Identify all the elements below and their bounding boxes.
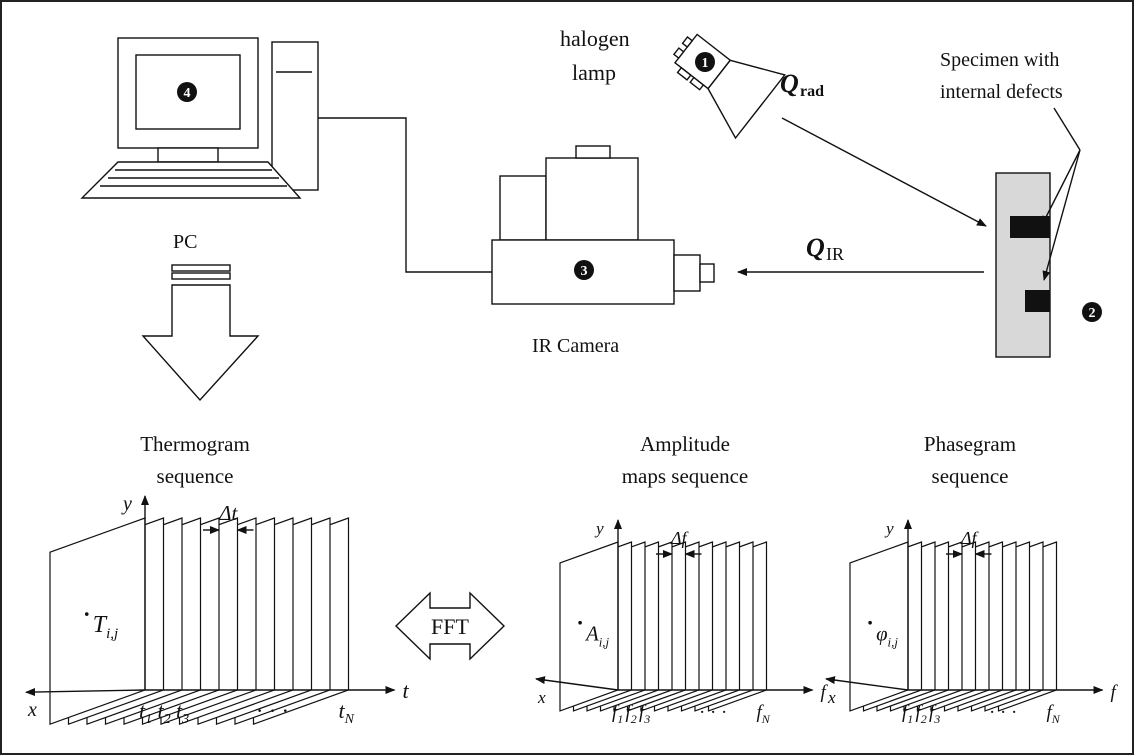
frame-tick-label: f1 — [612, 702, 623, 726]
svg-text:rad: rad — [800, 83, 824, 100]
delta-label: Δt — [218, 501, 238, 525]
marker-pc-icon: 4 — [177, 82, 197, 102]
frame-tick-label: · · · — [989, 702, 1017, 723]
specimen-label-line2: internal defects — [940, 81, 1063, 103]
pc-computer: 4 — [80, 37, 319, 199]
frame-stack — [49, 517, 350, 726]
svg-text:1: 1 — [702, 56, 709, 71]
frame-stack — [559, 541, 768, 712]
marker-camera-icon: 3 — [574, 260, 594, 280]
delta-marker: Δt — [203, 501, 254, 534]
axis-x-label: x — [537, 688, 546, 707]
sequence-title-line1: Amplitude — [640, 432, 730, 456]
pixel-point — [84, 612, 89, 616]
q-rad-label: Q rad — [780, 69, 824, 100]
pixel-variable-label: φi,j — [876, 624, 898, 650]
sequence-title-line2: sequence — [157, 464, 234, 488]
sequence-title-line1: Phasegram — [924, 432, 1016, 456]
frame-tick-label: f3 — [639, 702, 650, 726]
frame-tick-label: fN — [1047, 702, 1061, 726]
svg-text:Q: Q — [806, 233, 825, 262]
svg-text:2: 2 — [1089, 306, 1096, 321]
svg-text:4: 4 — [184, 86, 191, 101]
delta-label: Δf — [960, 528, 980, 548]
svg-text:IR: IR — [826, 244, 844, 264]
pixel-point — [578, 620, 582, 625]
frame-tick-label: f2 — [626, 702, 637, 726]
frame-tick-label: t2 — [158, 698, 171, 727]
pc-label: PC — [173, 231, 197, 253]
delta-marker: Δf — [656, 528, 702, 558]
defect-pointer-lines — [1041, 107, 1081, 281]
defect-upper — [1010, 216, 1050, 238]
ir-camera-label: IR Camera — [532, 335, 619, 357]
axis-x-label: x — [27, 699, 37, 721]
pc-monitor-stand — [157, 147, 219, 163]
frame-tick-label: f2 — [916, 702, 927, 726]
sequence-axes: x y f — [825, 519, 1119, 707]
fft-label: FFT — [431, 614, 469, 639]
radiation-arrow — [781, 117, 987, 227]
svg-text:Q: Q — [780, 69, 799, 98]
frame-tick-label: f3 — [929, 702, 940, 726]
sequence-title-line2: maps sequence — [622, 464, 749, 488]
sequence-axes: x y t — [25, 493, 410, 721]
axis-z-label: f — [821, 682, 829, 703]
pc-tower — [271, 41, 319, 191]
frame-tick-label: f1 — [902, 702, 913, 726]
pixel-variable-label: Ai,j — [584, 624, 609, 650]
axis-y-label: y — [884, 519, 894, 538]
svg-text:3: 3 — [581, 264, 588, 279]
marker-specimen-icon: 2 — [1082, 302, 1102, 322]
delta-marker: Δf — [946, 528, 992, 558]
sequence-title-line2: sequence — [932, 464, 1009, 488]
frame-tick-label: · · · — [256, 698, 289, 723]
specimen-label-line1: Specimen with — [940, 49, 1059, 71]
frame-tick-label: fN — [757, 702, 771, 726]
pc-keyboard — [80, 161, 302, 199]
axis-y-label: y — [594, 519, 604, 538]
defect-lower — [1025, 290, 1050, 312]
q-ir-label: Q IR — [806, 233, 844, 264]
frame-tick-label: · · · — [699, 702, 727, 723]
frame-stack — [849, 541, 1058, 712]
frame-tick-label: tN — [339, 698, 355, 727]
ir-camera: 3 — [491, 145, 715, 305]
axis-z-label: f — [1111, 682, 1119, 703]
pixel-variable-label: Ti,j — [93, 612, 118, 642]
halogen-lamp — [672, 33, 786, 140]
frame-tick-label: t1 — [139, 698, 152, 727]
halogen-lamp-label-line1: halogen — [560, 26, 630, 51]
cable-pc-camera — [318, 117, 492, 273]
frame-tick-label: t3 — [176, 698, 189, 727]
sequence-title-line1: Thermogram — [140, 432, 250, 456]
axis-y-label: y — [121, 493, 132, 515]
delta-label: Δf — [670, 528, 690, 548]
axis-z-label: t — [403, 678, 410, 703]
halogen-lamp-label-line2: lamp — [572, 60, 616, 85]
marker-lamp-icon: 1 — [695, 52, 715, 72]
specimen — [995, 172, 1051, 358]
data-transfer-arrow — [141, 264, 260, 402]
fft-double-arrow: FFT — [394, 591, 506, 661]
sequence-axes: x y f — [535, 519, 829, 707]
pixel-point — [868, 620, 872, 625]
axis-x-label: x — [827, 688, 836, 707]
